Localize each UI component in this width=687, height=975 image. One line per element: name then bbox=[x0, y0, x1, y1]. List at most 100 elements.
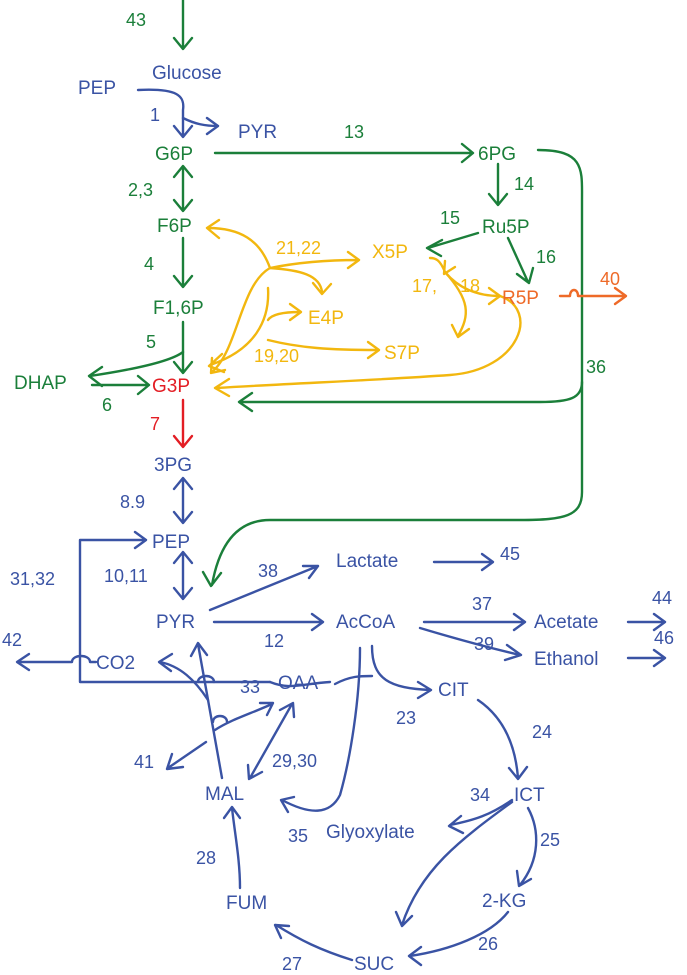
arrow-21-22-f6p bbox=[205, 218, 272, 270]
reaction-label-44: 44 bbox=[652, 588, 672, 608]
reaction-label-16: 16 bbox=[536, 247, 556, 267]
arrow-44 bbox=[626, 612, 667, 632]
reaction-label-24: 24 bbox=[532, 722, 552, 742]
metabolite-acetate: Acetate bbox=[534, 612, 598, 633]
metabolite-e4p: E4P bbox=[308, 308, 344, 329]
arrow-21-22-x5p bbox=[268, 250, 361, 270]
arrow-17-18-s7p bbox=[443, 270, 471, 339]
reaction-label-1: 1 bbox=[150, 105, 160, 125]
arrow-45 bbox=[432, 552, 495, 572]
reaction-label-2-3: 2,3 bbox=[128, 180, 153, 200]
arrow-46 bbox=[626, 648, 667, 668]
arrow-36-pyr bbox=[201, 380, 584, 588]
reaction-label-29-30: 29,30 bbox=[272, 751, 317, 771]
arrow-19-20-g3p bbox=[207, 286, 270, 374]
reaction-label-8-9: 8.9 bbox=[120, 492, 145, 512]
metabolite-cit: CIT bbox=[438, 680, 469, 701]
arrow-5-dhap bbox=[87, 350, 185, 388]
reaction-label-13: 13 bbox=[344, 122, 364, 142]
reaction-label-27: 27 bbox=[282, 954, 302, 974]
arrow-1-pyr bbox=[181, 116, 220, 136]
metabolite-glyoxylate: Glyoxylate bbox=[326, 822, 415, 843]
reaction-label-15: 15 bbox=[440, 208, 460, 228]
metabolite-lactate: Lactate bbox=[336, 551, 398, 572]
reaction-label-23: 23 bbox=[396, 708, 416, 728]
metabolite-labels: PEP Glucose PYR G6P 6PG F6P Ru5P X5P R5P… bbox=[14, 63, 598, 975]
orange-pathways bbox=[558, 286, 628, 306]
arrow-19-20-e4p bbox=[266, 302, 303, 322]
reaction-label-28: 28 bbox=[196, 848, 216, 868]
reaction-label-40: 40 bbox=[600, 269, 620, 289]
arrow-27 bbox=[273, 923, 354, 962]
green-pathways bbox=[87, 0, 584, 588]
arrow-23 bbox=[370, 644, 433, 700]
reaction-label-31-32: 31,32 bbox=[10, 569, 55, 589]
reaction-label-42: 42 bbox=[2, 630, 22, 650]
metabolite-3pg: 3PG bbox=[154, 455, 192, 476]
arrow-33-pyr bbox=[189, 641, 224, 780]
reaction-label-45: 45 bbox=[500, 544, 520, 564]
reaction-label-21-22: 21,22 bbox=[276, 238, 321, 258]
hop-mal-line bbox=[211, 714, 229, 724]
reaction-label-46: 46 bbox=[654, 628, 674, 648]
metabolite-pyr: PYR bbox=[156, 612, 195, 633]
arrow-17-18-g3p bbox=[213, 294, 522, 398]
arrow-24 bbox=[476, 698, 529, 781]
arrow-4 bbox=[172, 236, 194, 289]
arrow-2-3 bbox=[172, 164, 194, 213]
reaction-label-41: 41 bbox=[134, 752, 154, 772]
metabolite-pyr-top: PYR bbox=[238, 122, 277, 143]
reaction-label-12: 12 bbox=[264, 631, 284, 651]
reaction-label-33: 33 bbox=[240, 677, 260, 697]
metabolite-ethanol: Ethanol bbox=[534, 649, 598, 670]
arrow-29-30 bbox=[246, 701, 296, 781]
metabolite-ru5p: Ru5P bbox=[482, 217, 530, 238]
metabolite-oaa: OAA bbox=[278, 673, 318, 694]
metabolite-suc: SUC bbox=[354, 954, 394, 975]
reaction-labels: 43 1 13 2,3 14 15 21,22 4 16 17, 18 40 5… bbox=[2, 10, 674, 974]
arrow-35 bbox=[279, 646, 362, 814]
metabolite-6pg: 6PG bbox=[478, 144, 516, 165]
metabolite-accoa: AcCoA bbox=[336, 612, 395, 633]
arrow-13 bbox=[213, 142, 475, 164]
reaction-label-4: 4 bbox=[144, 254, 154, 274]
metabolite-r5p: R5P bbox=[502, 288, 539, 309]
arrow-23-oaa bbox=[333, 674, 374, 686]
reaction-label-6: 6 bbox=[102, 395, 112, 415]
reaction-label-14: 14 bbox=[514, 174, 534, 194]
arrow-8-9 bbox=[172, 476, 194, 525]
metabolite-dhap: DHAP bbox=[14, 373, 67, 394]
arrow-6 bbox=[90, 374, 151, 396]
arrow-43 bbox=[172, 0, 194, 51]
arrow-15 bbox=[425, 231, 480, 258]
arrow-mal-oaa bbox=[213, 701, 275, 732]
reaction-label-36: 36 bbox=[586, 357, 606, 377]
metabolite-pep: PEP bbox=[152, 532, 190, 553]
reaction-label-5: 5 bbox=[146, 332, 156, 352]
arrow-10-11 bbox=[172, 550, 194, 601]
metabolite-f16p: F1,6P bbox=[153, 298, 204, 319]
reaction-label-39: 39 bbox=[474, 634, 494, 654]
arrow-5 bbox=[172, 320, 194, 375]
metabolite-s7p: S7P bbox=[384, 343, 420, 364]
reaction-label-7: 7 bbox=[150, 414, 160, 434]
blue-pathways bbox=[15, 88, 667, 967]
reaction-label-18: 18 bbox=[460, 276, 480, 296]
arrow-14 bbox=[487, 162, 509, 207]
arrow-25 bbox=[515, 806, 538, 888]
metabolite-2kg: 2-KG bbox=[482, 891, 526, 912]
arrow-38 bbox=[208, 564, 320, 612]
arrow-34-suc bbox=[394, 800, 514, 928]
arrow-31-32 bbox=[78, 530, 272, 684]
arrow-1-g6p bbox=[136, 88, 194, 139]
arrow-16 bbox=[506, 236, 535, 285]
metabolite-glucose: Glucose bbox=[152, 63, 222, 84]
metabolite-g6p: G6P bbox=[155, 144, 193, 165]
reaction-label-10-11: 10,11 bbox=[104, 566, 148, 586]
arrow-41 bbox=[165, 740, 208, 771]
arrow-7 bbox=[172, 398, 194, 449]
metabolite-mal: MAL bbox=[205, 784, 244, 805]
arrow-39 bbox=[418, 626, 523, 662]
reaction-label-25: 25 bbox=[540, 830, 560, 850]
